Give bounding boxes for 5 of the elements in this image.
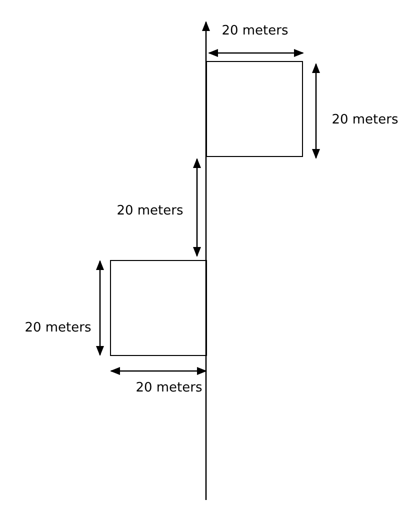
dimension-label: 20 meters: [332, 114, 398, 126]
dimension-label: 20 meters: [116, 204, 184, 218]
dimension-label: 20 meters: [136, 382, 202, 394]
dimension-label: 20 meters: [24, 322, 92, 334]
dimension-label: 20 meters: [222, 24, 288, 38]
